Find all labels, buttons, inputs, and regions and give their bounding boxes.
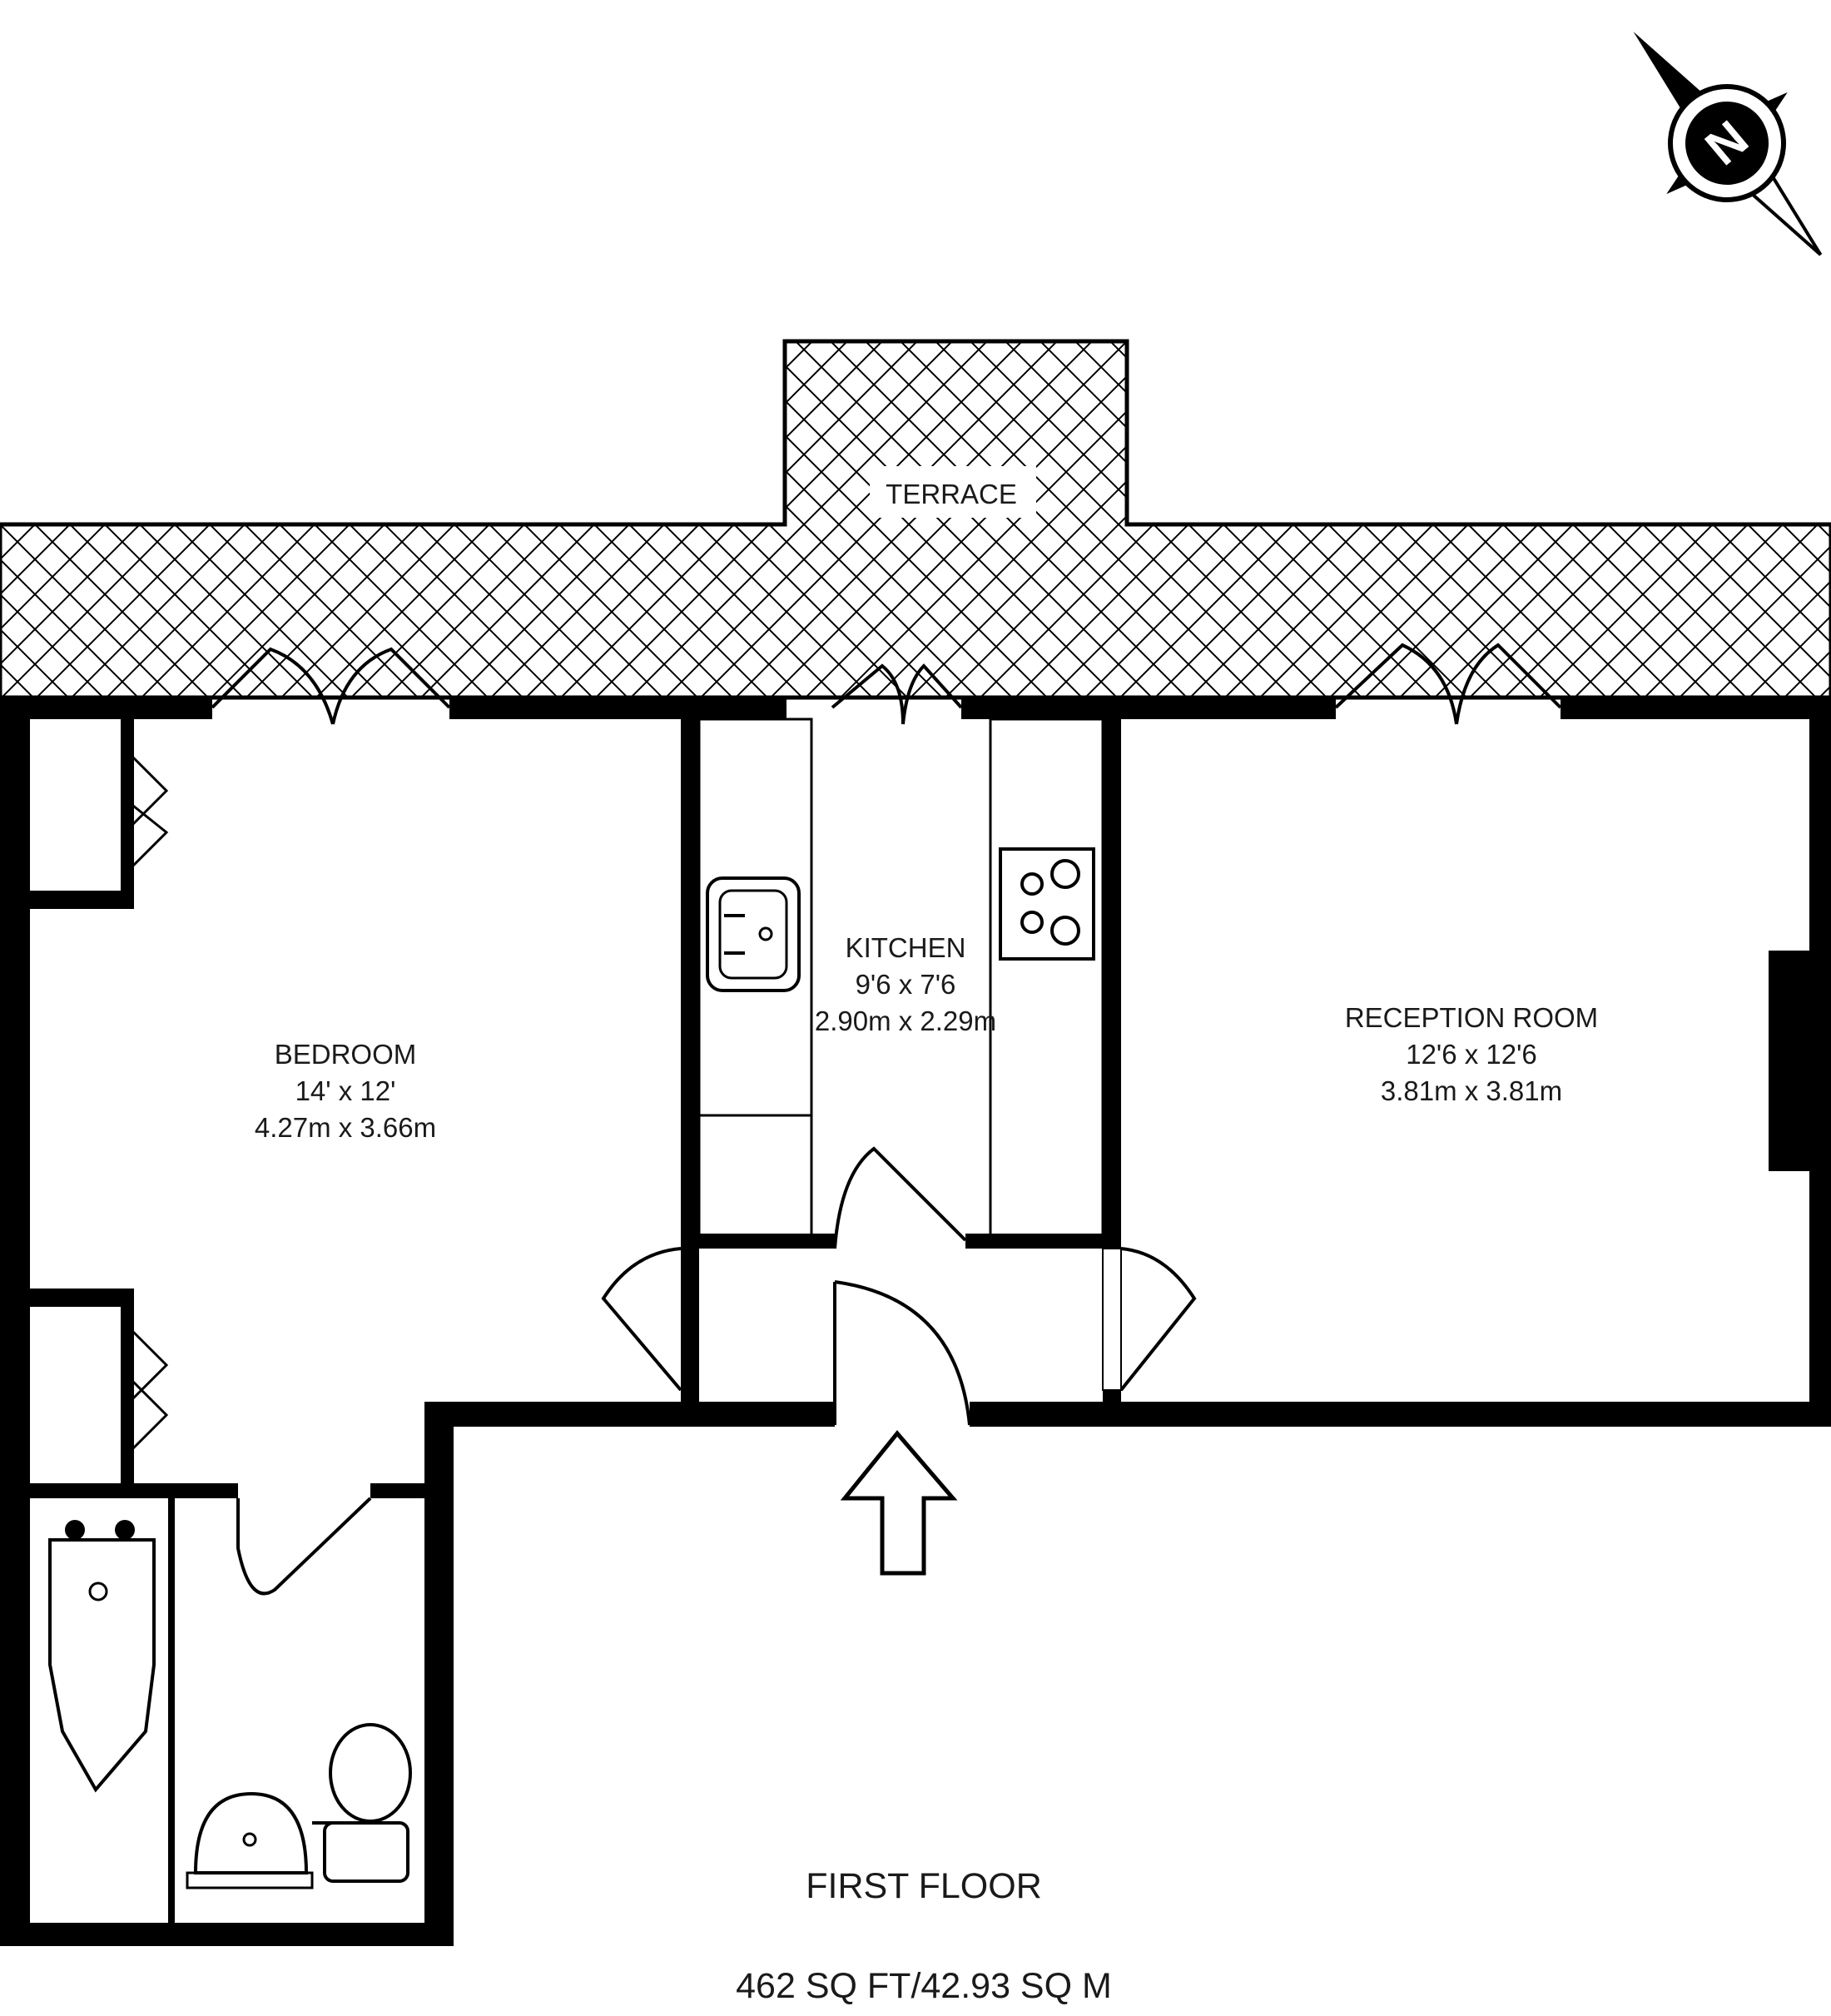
room-label-reception: RECEPTION ROOM 12'6 x 12'6 3.81m x 3.81m — [1345, 1002, 1598, 1106]
kitchen-sink-icon — [706, 876, 801, 992]
floor-title: FIRST FLOOR — [806, 1866, 1042, 1906]
terrace: TERRACE — [0, 339, 1831, 700]
doors — [123, 643, 1562, 1596]
bath-icon — [48, 1520, 156, 1793]
room-label-kitchen: KITCHEN 9'6 x 7'6 2.90m x 2.29m — [815, 932, 996, 1036]
hob-icon — [999, 847, 1095, 961]
reception-name: RECEPTION ROOM — [1345, 1002, 1598, 1033]
kitchen-metric: 2.90m x 2.29m — [815, 1006, 996, 1036]
bathroom-sink-icon — [186, 1791, 314, 1889]
reception-imperial: 12'6 x 12'6 — [1406, 1039, 1537, 1070]
toilet-icon — [312, 1723, 412, 1883]
floor-area: 462 SQ FT/42.93 SQ M — [736, 1966, 1112, 2006]
kitchen-imperial: 9'6 x 7'6 — [856, 969, 956, 1000]
outer-walls — [0, 698, 1831, 1946]
terrace-label: TERRACE — [886, 479, 1017, 509]
internal-walls — [30, 719, 1121, 1923]
entrance-arrow-icon — [840, 1430, 958, 1576]
reception-metric: 3.81m x 3.81m — [1381, 1075, 1562, 1106]
north-compass-icon: N — [1633, 31, 1823, 256]
bedroom-metric: 4.27m x 3.66m — [255, 1112, 436, 1143]
room-label-bedroom: BEDROOM 14' x 12' 4.27m x 3.66m — [255, 1039, 436, 1143]
bedroom-imperial: 14' x 12' — [295, 1075, 396, 1106]
bedroom-name: BEDROOM — [275, 1039, 417, 1070]
kitchen-counters — [697, 718, 1104, 1237]
kitchen-name: KITCHEN — [846, 932, 966, 963]
